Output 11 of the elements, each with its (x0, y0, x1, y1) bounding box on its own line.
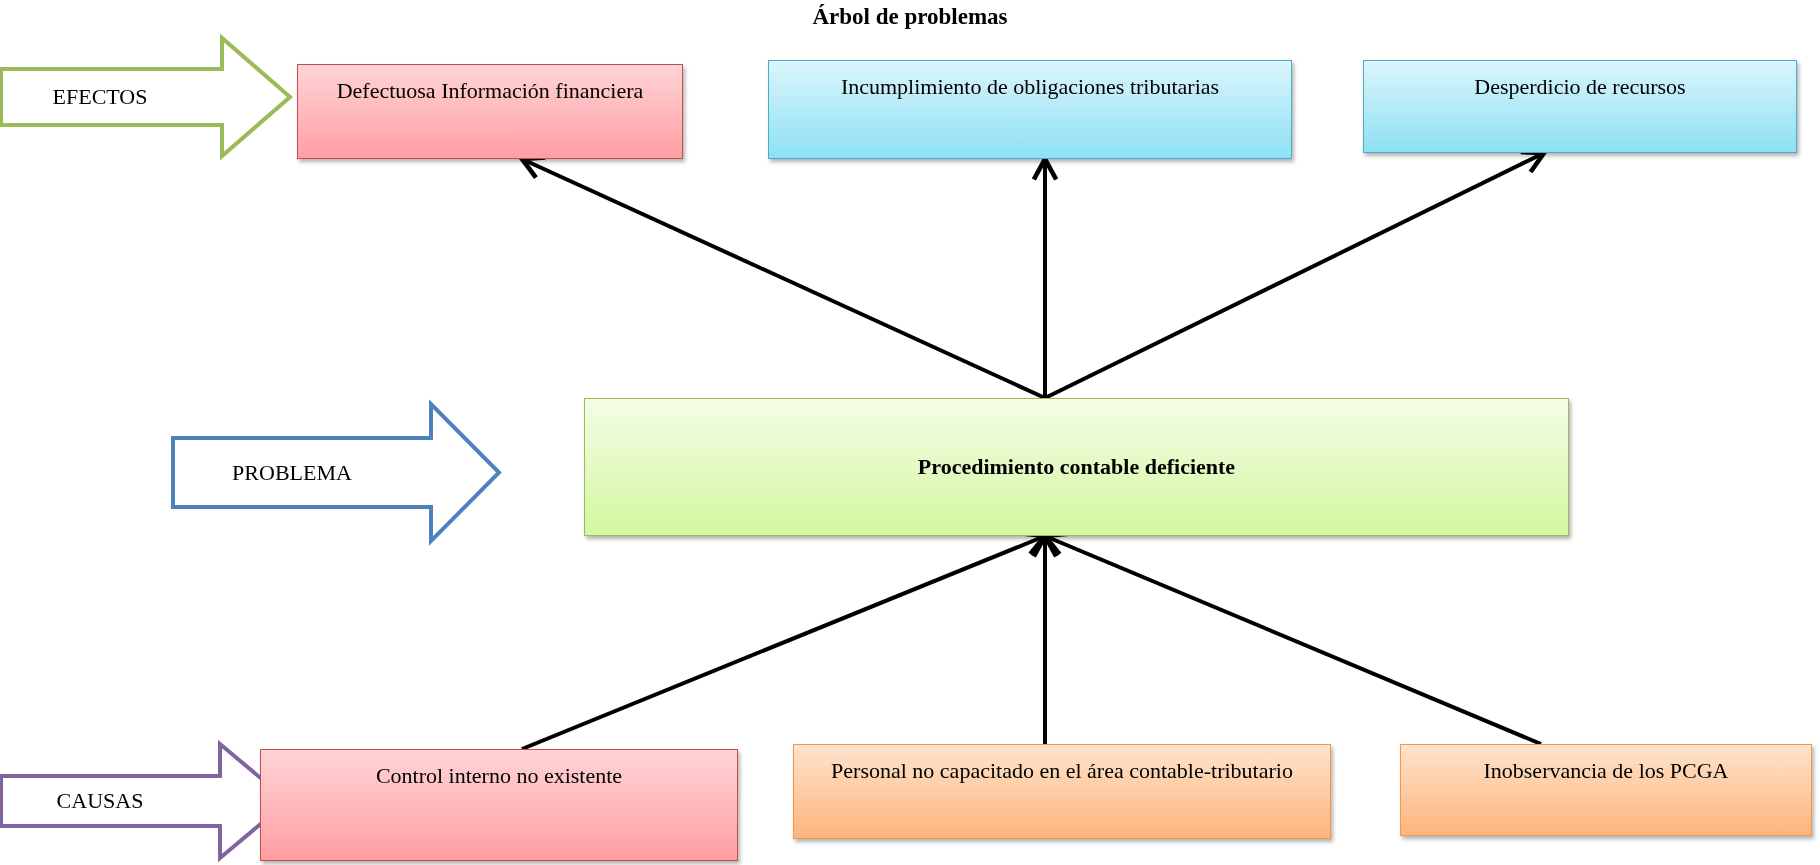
text-box: Inobservancia de los PCGA (1400, 744, 1812, 836)
arrow-label: EFECTOS (51, 84, 149, 110)
arrow-label: CAUSAS (55, 788, 145, 814)
title: Árbol de problemas (811, 4, 1009, 30)
text-box: Control interno no existente (260, 749, 738, 861)
text-box: Procedimiento contable deficiente (584, 398, 1569, 536)
arrow-label: PROBLEMA (231, 459, 353, 486)
text-box: Personal no capacitado en el área contable-tributario (793, 744, 1331, 839)
text-box: Desperdicio de recursos (1363, 60, 1797, 153)
text-box: Incumplimiento de obligaciones tributarias (768, 60, 1292, 159)
text-box: Defectuosa Información financiera (297, 64, 683, 159)
